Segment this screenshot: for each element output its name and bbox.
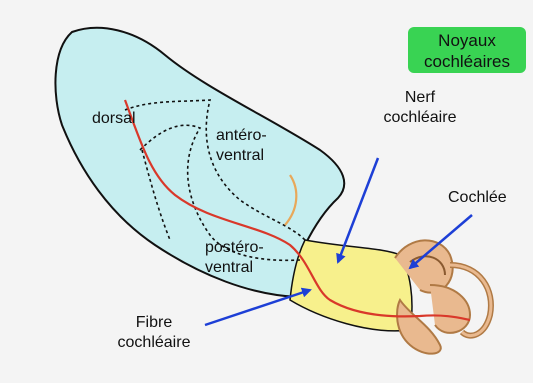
arrow-fibre [205,290,310,325]
label-antero-line1: antéro- [216,127,267,144]
title-line1: Noyaux [438,31,496,50]
cochlea-coil-4 [430,285,470,333]
label-dorsal: dorsal [92,110,136,127]
arrow-nerf [338,158,378,262]
label-nerf-line2: cochléaire [384,109,457,126]
label-fibre-line1: Fibre [136,314,173,331]
label-postero-line1: postéro- [205,239,264,256]
label-nerf-line1: Nerf [405,89,436,106]
title-line2: cochléaires [424,52,510,71]
label-cochlee: Cochlée [448,189,507,206]
label-fibre-line2: cochléaire [118,334,191,351]
label-antero-line2: ventral [216,147,264,164]
cochlear-nerve [290,240,412,331]
label-postero-line2: ventral [205,259,253,276]
title-block: Noyaux cochléaires [408,27,526,73]
